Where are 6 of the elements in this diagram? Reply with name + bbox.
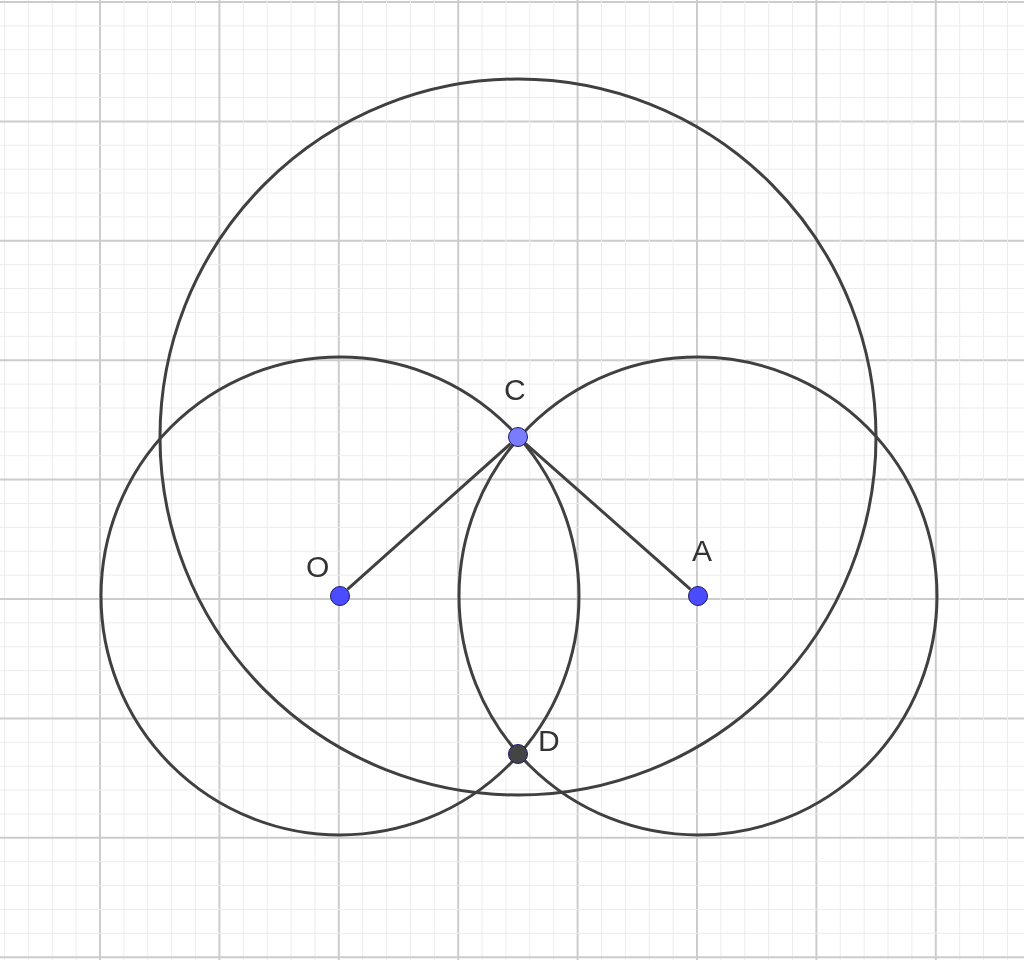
line-segment	[346, 442, 512, 591]
point-label: C	[504, 375, 526, 405]
point-label: A	[692, 536, 712, 566]
point-label: O	[306, 552, 330, 582]
line-segment	[524, 442, 692, 591]
point-label: D	[538, 726, 560, 756]
